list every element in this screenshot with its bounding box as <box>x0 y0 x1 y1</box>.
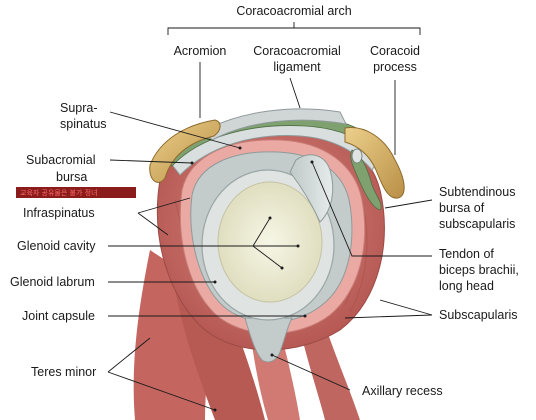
biceps-tendon <box>289 154 334 223</box>
label-joint-capsule: Joint capsule <box>22 309 95 323</box>
coracoid-process-bone <box>344 127 405 199</box>
label-infraspinatus: Infraspinatus <box>23 206 95 220</box>
label-supraspinatus-line1: Supra- <box>60 101 98 115</box>
leader-dots <box>190 146 314 412</box>
label-supraspinatus-line2: spinatus <box>60 117 107 131</box>
label-glenoid-cavity: Glenoid cavity <box>17 239 96 253</box>
label-subacromial-bursa-line1: Subacromial <box>26 153 95 167</box>
label-subtendinous-bursa-line2: bursa of <box>439 201 485 215</box>
label-acromion: Acromion <box>174 44 227 58</box>
label-coracoacromial-ligament-line2: ligament <box>273 60 321 74</box>
label-glenoid-labrum: Glenoid labrum <box>10 275 95 289</box>
acromion-bone <box>149 119 221 183</box>
glenoid-cavity <box>217 181 323 303</box>
label-teres-minor: Teres minor <box>31 365 96 379</box>
label-tendon-biceps-line3: long head <box>439 279 494 293</box>
label-subtendinous-bursa-line3: subscapularis <box>439 217 515 231</box>
label-subscapularis: Subscapularis <box>439 308 518 322</box>
stamp-background <box>16 187 136 198</box>
label-coracoid-process-line2: process <box>373 60 417 74</box>
label-axillary-recess: Axillary recess <box>362 384 443 398</box>
label-subtendinous-bursa-line1: Subtendinous <box>439 185 515 199</box>
stamp-text: 교육자 공유물은 불가 정녀 <box>20 188 98 197</box>
labels: Coracoacromial arch Acromion Coracoacrom… <box>10 4 519 398</box>
label-tendon-biceps-line2: biceps brachii, <box>439 263 519 277</box>
coracoid-small-tendon <box>351 148 363 164</box>
leader-lines <box>107 22 433 411</box>
label-coracoid-process-line1: Coracoid <box>370 44 420 58</box>
label-coracoacromial-arch: Coracoacromial arch <box>236 4 351 18</box>
subtendinous-bursa <box>350 149 382 211</box>
coracoacromial-ligament <box>204 108 347 141</box>
axillary-recess <box>244 317 293 363</box>
label-tendon-biceps-line1: Tendon of <box>439 247 494 261</box>
label-coracoacromial-ligament-line1: Coracoacromial <box>253 44 341 58</box>
label-subacromial-bursa-line2: bursa <box>56 170 87 184</box>
